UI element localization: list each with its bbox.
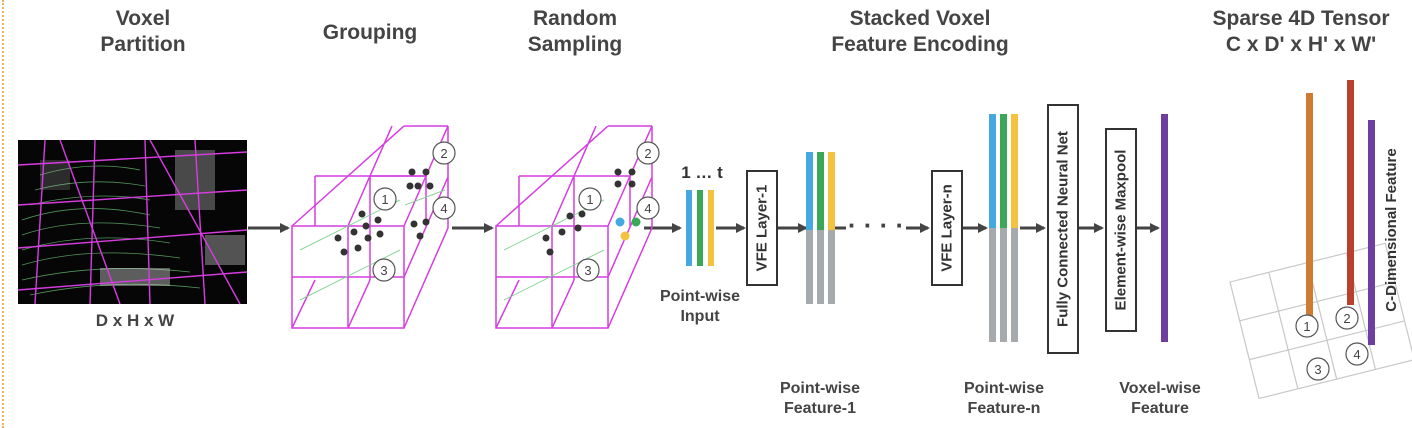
vfe-layer-1-label: VFE Layer-1 <box>753 184 771 272</box>
maxpool-label: Element-wise Maxpool <box>1112 149 1130 311</box>
vfe-layer-1-block: VFE Layer-1 <box>746 170 778 286</box>
title-stacked-vfe-line2: Feature Encoding <box>831 33 1009 56</box>
pointwise-feature-n-bars <box>989 114 1018 342</box>
maxpool-block: Element-wise Maxpool <box>1105 128 1137 332</box>
voxelwise-feature-line2: Feature <box>1131 400 1189 417</box>
lidar-point-cloud-image <box>17 139 248 305</box>
c-dimensional-feature-label: C-Dimensional Feature <box>1383 148 1400 311</box>
title-random-sampling-line1: Random <box>533 7 617 30</box>
ellipsis-dots: · · · · <box>848 210 904 240</box>
tensor-feature-bar-2 <box>1347 80 1354 305</box>
title-sparse-tensor-line2: C x D' x H' x W' <box>1225 33 1377 56</box>
tensor-cell-2-marker <box>1335 306 1359 330</box>
pointwise-input-label: Point-wise Input <box>640 287 760 327</box>
sampling-cell-4-marker <box>636 196 660 220</box>
title-sparse-tensor-line1: Sparse 4D Tensor <box>1212 7 1390 30</box>
sampling-cell-1-label: 1 <box>586 192 593 207</box>
grouping-cell-1-marker <box>373 187 397 211</box>
title-grouping-text: Grouping <box>322 21 418 44</box>
sampling-cell-4-label: 4 <box>644 201 651 216</box>
title-voxel-partition-line1: Voxel <box>115 7 171 30</box>
pointwise-feature-n-line1: Point-wise <box>963 380 1044 397</box>
voxelwise-feature-label: Voxel-wise Feature <box>1100 379 1220 419</box>
fcn-block: Fully Connected Neural Net <box>1047 104 1079 354</box>
tensor-cell-4-marker <box>1345 342 1369 366</box>
dims-label-text: D x H x W <box>95 311 175 330</box>
pointwise-feature-1-bars <box>806 152 835 304</box>
sampling-cell-2-marker <box>636 141 660 165</box>
tensor-feature-bar-1 <box>1306 93 1313 318</box>
tensor-cell-2-label: 2 <box>1343 311 1350 326</box>
fcn-label: Fully Connected Neural Net <box>1054 131 1072 327</box>
left-border <box>2 0 4 428</box>
pointwise-input-line2: Input <box>680 308 720 325</box>
sampling-cell-3-label: 3 <box>584 263 591 278</box>
title-stacked-vfe-line1: Stacked Voxel <box>849 7 991 30</box>
t-range-label: 1 … t <box>681 163 723 182</box>
pointwise-input-line1: Point-wise <box>659 288 740 305</box>
grouping-cell-1-label: 1 <box>381 192 388 207</box>
dims-label: D x H x W <box>70 311 200 331</box>
grouping-cell-2-marker <box>432 141 456 165</box>
pointwise-feature-1-line1: Point-wise <box>779 380 860 397</box>
tensor-cell-1-marker <box>1295 314 1319 338</box>
grouping-cell-2-label: 2 <box>440 146 447 161</box>
title-voxel-partition: Voxel Partition <box>70 6 216 58</box>
voxelwise-feature-bar <box>1161 114 1168 342</box>
pointwise-feature-1-label: Point-wise Feature-1 <box>760 379 880 419</box>
vfe-layer-n-label: VFE Layer-n <box>938 184 956 272</box>
title-random-sampling-line2: Sampling <box>527 33 623 56</box>
vfe-layer-n-block: VFE Layer-n <box>931 170 963 286</box>
title-stacked-vfe: Stacked Voxel Feature Encoding <box>810 6 1030 58</box>
grouping-cell-3-marker <box>372 258 396 282</box>
sparse-tensor-grid: 1 2 3 4 <box>1229 80 1412 400</box>
tensor-cell-4-label: 4 <box>1353 347 1360 362</box>
tensor-feature-bar-4 <box>1368 120 1375 345</box>
grouping-cell-4-label: 4 <box>440 201 447 216</box>
sampling-cell-1-marker <box>578 187 602 211</box>
grouping-cell-3-label: 3 <box>380 263 387 278</box>
tensor-cell-3-label: 3 <box>1314 362 1321 377</box>
grouping-voxel-grid: 2 1 4 3 <box>291 125 456 329</box>
voxelwise-feature-line1: Voxel-wise <box>1119 380 1201 397</box>
sampling-voxel-grid: 2 1 4 3 <box>495 125 660 329</box>
tensor-cell-1-label: 1 <box>1303 319 1310 334</box>
title-sparse-tensor: Sparse 4D Tensor C x D' x H' x W' <box>1196 6 1406 58</box>
title-random-sampling: Random Sampling <box>505 6 645 58</box>
sampling-cell-2-label: 2 <box>644 146 651 161</box>
tensor-cell-3-marker <box>1306 357 1330 381</box>
title-voxel-partition-line2: Partition <box>100 33 186 56</box>
pointwise-feature-n-line2: Feature-n <box>967 400 1041 417</box>
pointwise-input-bars <box>686 190 714 266</box>
sampling-cell-3-marker <box>576 258 600 282</box>
title-grouping: Grouping <box>300 20 440 46</box>
grouping-cell-4-marker <box>432 196 456 220</box>
pointwise-feature-1-line2: Feature-1 <box>783 400 857 417</box>
pointwise-feature-n-label: Point-wise Feature-n <box>944 379 1064 419</box>
